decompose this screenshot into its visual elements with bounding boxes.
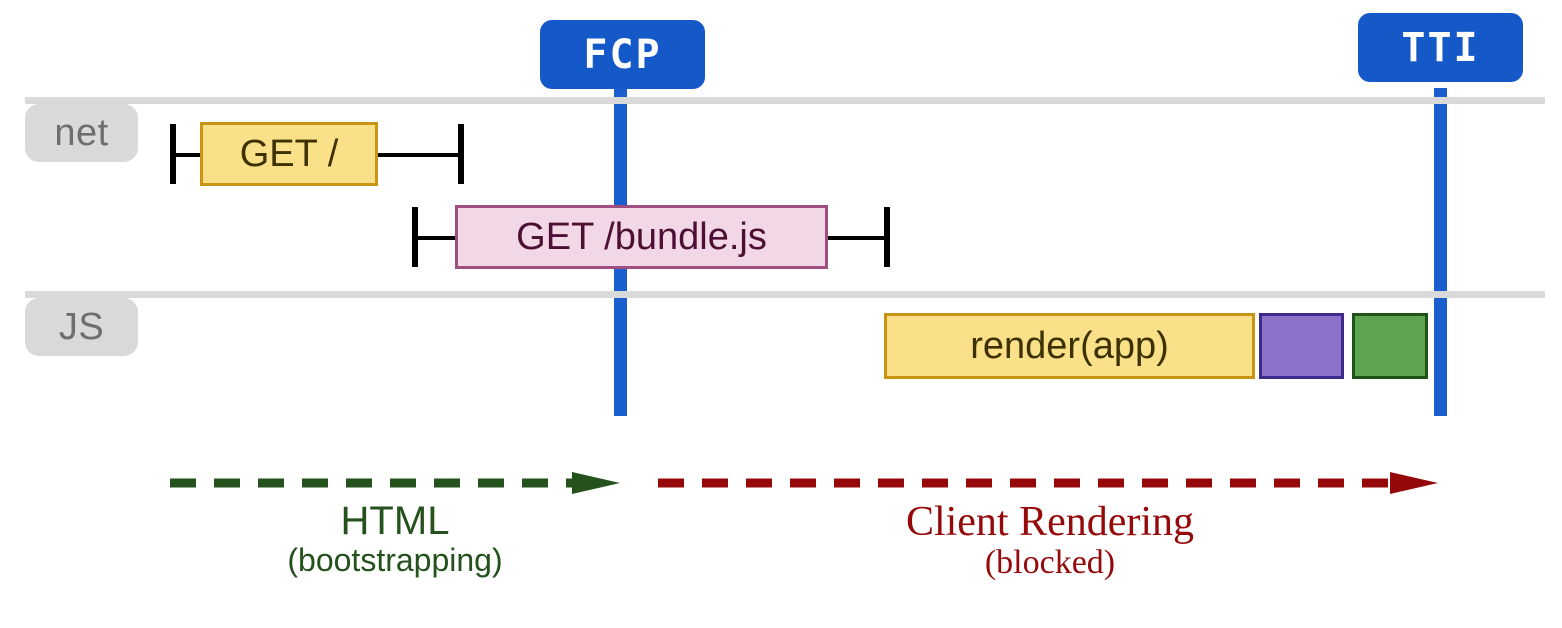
client-rendering-phase-arrow [658, 472, 1438, 494]
get-root-whisker-cap-start [170, 124, 176, 184]
client-rendering-phase-subtitle: (blocked) [984, 544, 1116, 582]
lane-label-js-text: JS [58, 306, 105, 348]
tti-badge-label: TTI [1401, 24, 1480, 71]
tti-marker-line [1434, 88, 1447, 416]
get-root-whisker-cap-end [458, 124, 464, 184]
html-phase-title: HTML [340, 499, 450, 543]
fcp-badge-label: FCP [583, 31, 662, 78]
html-phase-subtitle: (bootstrapping) [287, 542, 503, 579]
lane-label-js: JS [25, 298, 138, 356]
bar-render-app[interactable]: render(app) [884, 313, 1255, 379]
get-bundle-whisker-cap-start [412, 207, 418, 267]
bar-task-green[interactable] [1352, 313, 1428, 379]
fcp-badge[interactable]: FCP [540, 20, 705, 89]
net-lane-rule [25, 97, 1545, 104]
get-bundle-whisker-cap-end [884, 207, 890, 267]
client-rendering-phase-title: Client Rendering [905, 499, 1195, 545]
bar-get-bundle-label: GET /bundle.js [516, 216, 767, 258]
bar-get-bundle[interactable]: GET /bundle.js [455, 205, 828, 269]
bar-get-root[interactable]: GET / [200, 122, 378, 186]
bar-render-app-label: render(app) [970, 325, 1169, 367]
lane-label-net-text: net [54, 112, 109, 154]
client-rendering-phase-label: Client Rendering (blocked) [850, 499, 1250, 582]
html-phase-arrow [170, 472, 620, 494]
html-phase-label: HTML (bootstrapping) [205, 499, 585, 579]
bar-task-purple[interactable] [1259, 313, 1344, 379]
bar-get-root-label: GET / [239, 133, 339, 175]
js-lane-rule [25, 291, 1545, 298]
tti-badge[interactable]: TTI [1358, 13, 1523, 82]
lane-label-net: net [25, 104, 138, 162]
